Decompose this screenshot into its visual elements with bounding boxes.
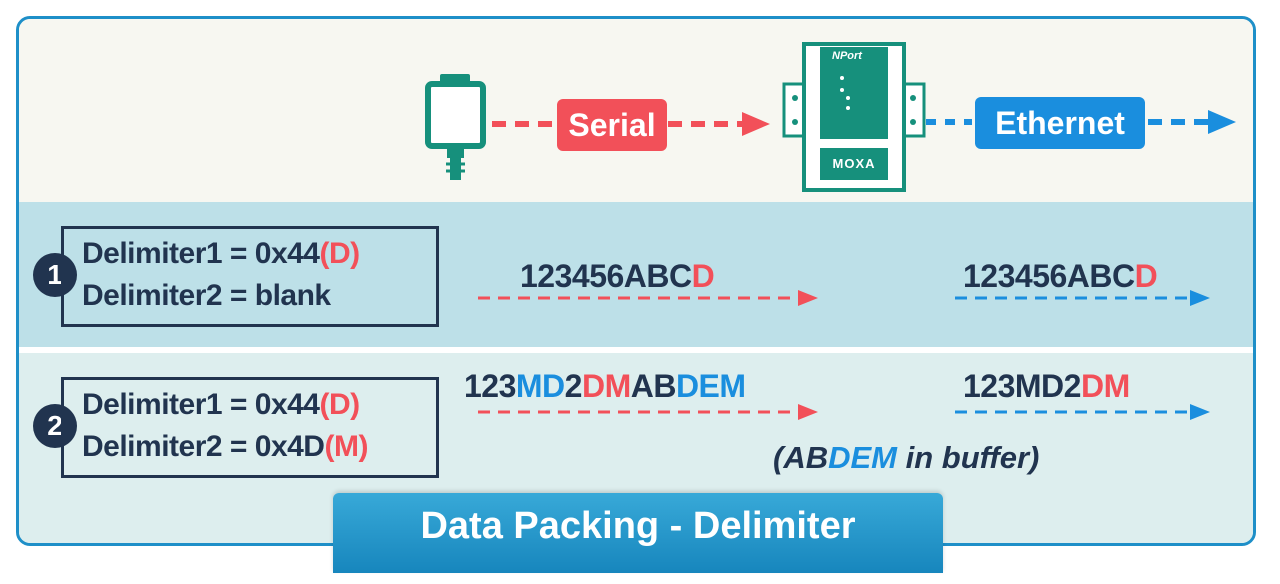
ethernet-label: Ethernet: [975, 97, 1145, 149]
title-banner: Data Packing - Delimiter: [333, 493, 943, 573]
example-2-config-box: Delimiter1 = 0x44(D) Delimiter2 = 0x4D(M…: [61, 377, 439, 478]
example-2-serial-data: 123MD2DMABDEM: [464, 368, 746, 404]
example-1-delimiter2: Delimiter2 = blank: [82, 279, 331, 312]
example-1-number: 1: [33, 253, 77, 297]
example-1-config-box: Delimiter1 = 0x44(D) Delimiter2 = blank: [61, 226, 439, 327]
example-2-delimiter2: Delimiter2 = 0x4D(M): [82, 430, 368, 463]
example-2-ethernet-arrow: [955, 404, 1210, 420]
ethernet-arrow: [926, 110, 1236, 134]
example-2-number: 2: [33, 404, 77, 448]
example-2-serial-arrow: [478, 404, 818, 420]
nport-device-icon: [782, 42, 926, 192]
example-1-ethernet-arrow: [955, 290, 1210, 306]
device-model-label: NPort: [832, 50, 862, 62]
example-2-ethernet-data: 123MD2DM: [963, 368, 1130, 404]
example-1-delimiter1: Delimiter1 = 0x44(D): [82, 237, 360, 270]
example-2-delimiter1: Delimiter1 = 0x44(D): [82, 388, 360, 421]
device-brand-label: MOXA: [832, 156, 876, 171]
serial-connector-icon: [425, 74, 486, 180]
serial-label: Serial: [557, 99, 667, 151]
example-1-ethernet-data: 123456ABCD: [963, 258, 1158, 294]
page-title: Data Packing - Delimiter: [420, 505, 856, 547]
example-1-serial-data: 123456ABCD: [520, 258, 715, 294]
buffer-note: (ABDEM in buffer): [773, 440, 1040, 475]
example-1-serial-arrow: [478, 290, 818, 306]
band-separator: [19, 347, 1253, 353]
serial-arrow: [492, 112, 770, 136]
